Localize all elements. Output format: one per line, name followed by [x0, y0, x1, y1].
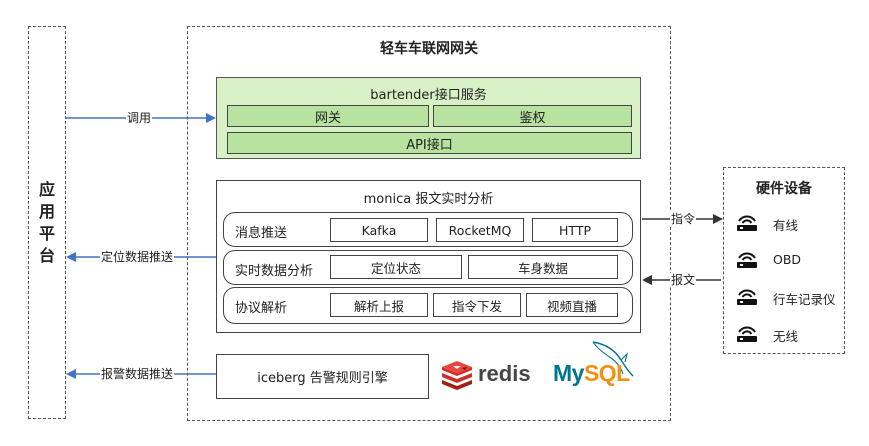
mysql-my: My — [553, 360, 584, 386]
gateway-chip: 网关 — [227, 105, 429, 127]
body-data-chip: 车身数据 — [468, 255, 618, 279]
redis-cube-icon — [442, 361, 472, 390]
message-push-label: 消息推送 — [235, 226, 288, 241]
app-platform-label: 应 用 平 台 — [38, 179, 55, 265]
hardware-label-obd: OBD — [773, 252, 802, 267]
kafka-chip: Kafka — [330, 218, 428, 242]
command-send-chip: 指令下发 — [433, 293, 521, 317]
mysql-sql: SQL — [583, 360, 630, 386]
video-live-chip: 视频直播 — [526, 293, 618, 317]
api-chip: API接口 — [227, 132, 632, 154]
router-icon — [737, 326, 757, 342]
bartender-title: bartender接口服务 — [370, 87, 487, 103]
http-chip: HTTP — [532, 218, 618, 242]
hardware-label-dashcam: 行车记录仪 — [773, 292, 836, 307]
auth-chip: 鉴权 — [433, 105, 632, 127]
gateway-title: 轻车车联网网关 — [380, 41, 478, 57]
command-edge-label: 指令 — [670, 212, 697, 226]
app-platform-box: 应 用 平 台 — [28, 26, 66, 419]
iceberg-block: iceberg 告警规则引擎 — [216, 354, 429, 399]
hardware-item-dashcam: 行车记录仪 — [735, 286, 843, 308]
monica-title: monica 报文实时分析 — [363, 191, 494, 207]
realtime-analysis-label: 实时数据分析 — [235, 264, 314, 279]
router-icon — [737, 252, 757, 268]
hardware-item-wired: 有线 — [735, 212, 840, 234]
redis-wordmark: redis — [478, 361, 531, 386]
hardware-label-wireless: 无线 — [773, 329, 799, 344]
call-edge-label: 调用 — [126, 111, 153, 125]
hardware-box — [723, 167, 845, 354]
hardware-item-obd: OBD — [735, 249, 840, 271]
hardware-label-wired: 有线 — [773, 218, 799, 233]
hardware-title: 硬件设备 — [756, 181, 812, 197]
alarm-push-edge-label: 报警数据推送 — [100, 367, 175, 381]
location-push-edge-label: 定位数据推送 — [100, 250, 175, 264]
parse-report-chip: 解析上报 — [330, 293, 428, 317]
message-edge-label: 报文 — [670, 273, 697, 287]
hardware-item-wireless: 无线 — [735, 323, 840, 345]
location-status-chip: 定位状态 — [330, 255, 462, 279]
dolphin-icon — [592, 341, 634, 377]
router-icon — [737, 215, 757, 231]
redis-logo: redis — [440, 358, 531, 394]
mysql-logo: MySQL — [553, 340, 643, 398]
rocketmq-chip: RocketMQ — [436, 218, 524, 242]
protocol-parse-label: 协议解析 — [235, 301, 288, 316]
router-icon — [737, 289, 757, 305]
mysql-wordmark: MySQL — [553, 360, 630, 387]
